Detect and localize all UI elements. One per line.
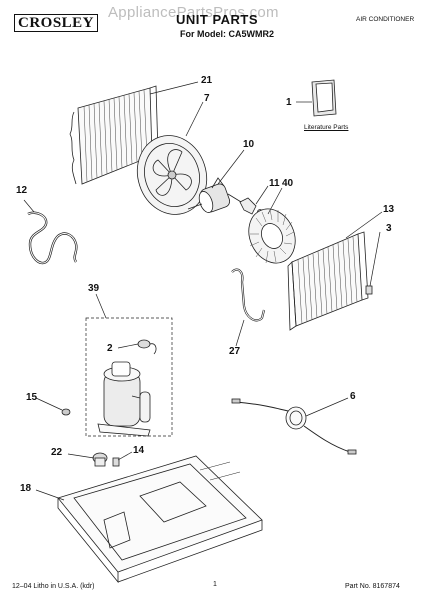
- callout-14: 14: [133, 445, 145, 456]
- grommet-part: [61, 408, 71, 416]
- bolt-part: [112, 457, 120, 467]
- footer-litho: 12–04 Litho in U.S.A. (kdr): [12, 583, 95, 590]
- callout-3: 3: [386, 223, 392, 234]
- tube-assembly-part: [27, 211, 78, 265]
- callout-18: 18: [20, 483, 32, 494]
- callout-39: 39: [88, 283, 100, 294]
- watermark-text: AppliancePartsPros.com: [108, 4, 279, 21]
- footer-part-number: Part No. 8167874: [345, 583, 400, 590]
- compressor-group-box: [85, 317, 173, 437]
- model-subtitle: For Model: CA5WMR2: [180, 29, 274, 39]
- brand-logo: CROSLEY: [14, 14, 99, 32]
- callout-40: 40: [282, 178, 294, 189]
- mount-part: [92, 452, 108, 467]
- callout-7: 7: [204, 93, 210, 104]
- callout-27: 27: [229, 346, 241, 357]
- callout-11: 11: [269, 178, 280, 189]
- callout-2: 2: [107, 343, 113, 354]
- category-label: AIR CONDITIONER: [356, 16, 415, 23]
- screw-part-3: [365, 285, 373, 295]
- literature-label: Literature Parts: [304, 124, 349, 131]
- callout-22: 22: [51, 447, 63, 458]
- terminal-cover-part: [137, 339, 157, 355]
- callout-12: 12: [16, 185, 28, 196]
- callout-13: 13: [383, 204, 395, 215]
- drain-tube-part: [231, 268, 266, 322]
- wire-harness-part: [231, 398, 357, 455]
- literature-booklet-part: [311, 79, 337, 117]
- page-title: UNIT PARTS: [176, 12, 259, 27]
- base-pan-part: [57, 455, 263, 584]
- fan-motor-part: [187, 177, 247, 213]
- callout-10: 10: [243, 139, 255, 150]
- fan-shroud-part: [136, 135, 208, 215]
- callout-21: 21: [201, 75, 213, 86]
- compressor-part: [97, 361, 151, 437]
- footer-page-number: 1: [213, 581, 217, 588]
- evaporator-coil-part: [287, 231, 369, 331]
- blower-wheel-part: [248, 208, 296, 264]
- callout-6: 6: [350, 391, 356, 402]
- callout-1: 1: [286, 97, 292, 108]
- callout-15: 15: [26, 392, 38, 403]
